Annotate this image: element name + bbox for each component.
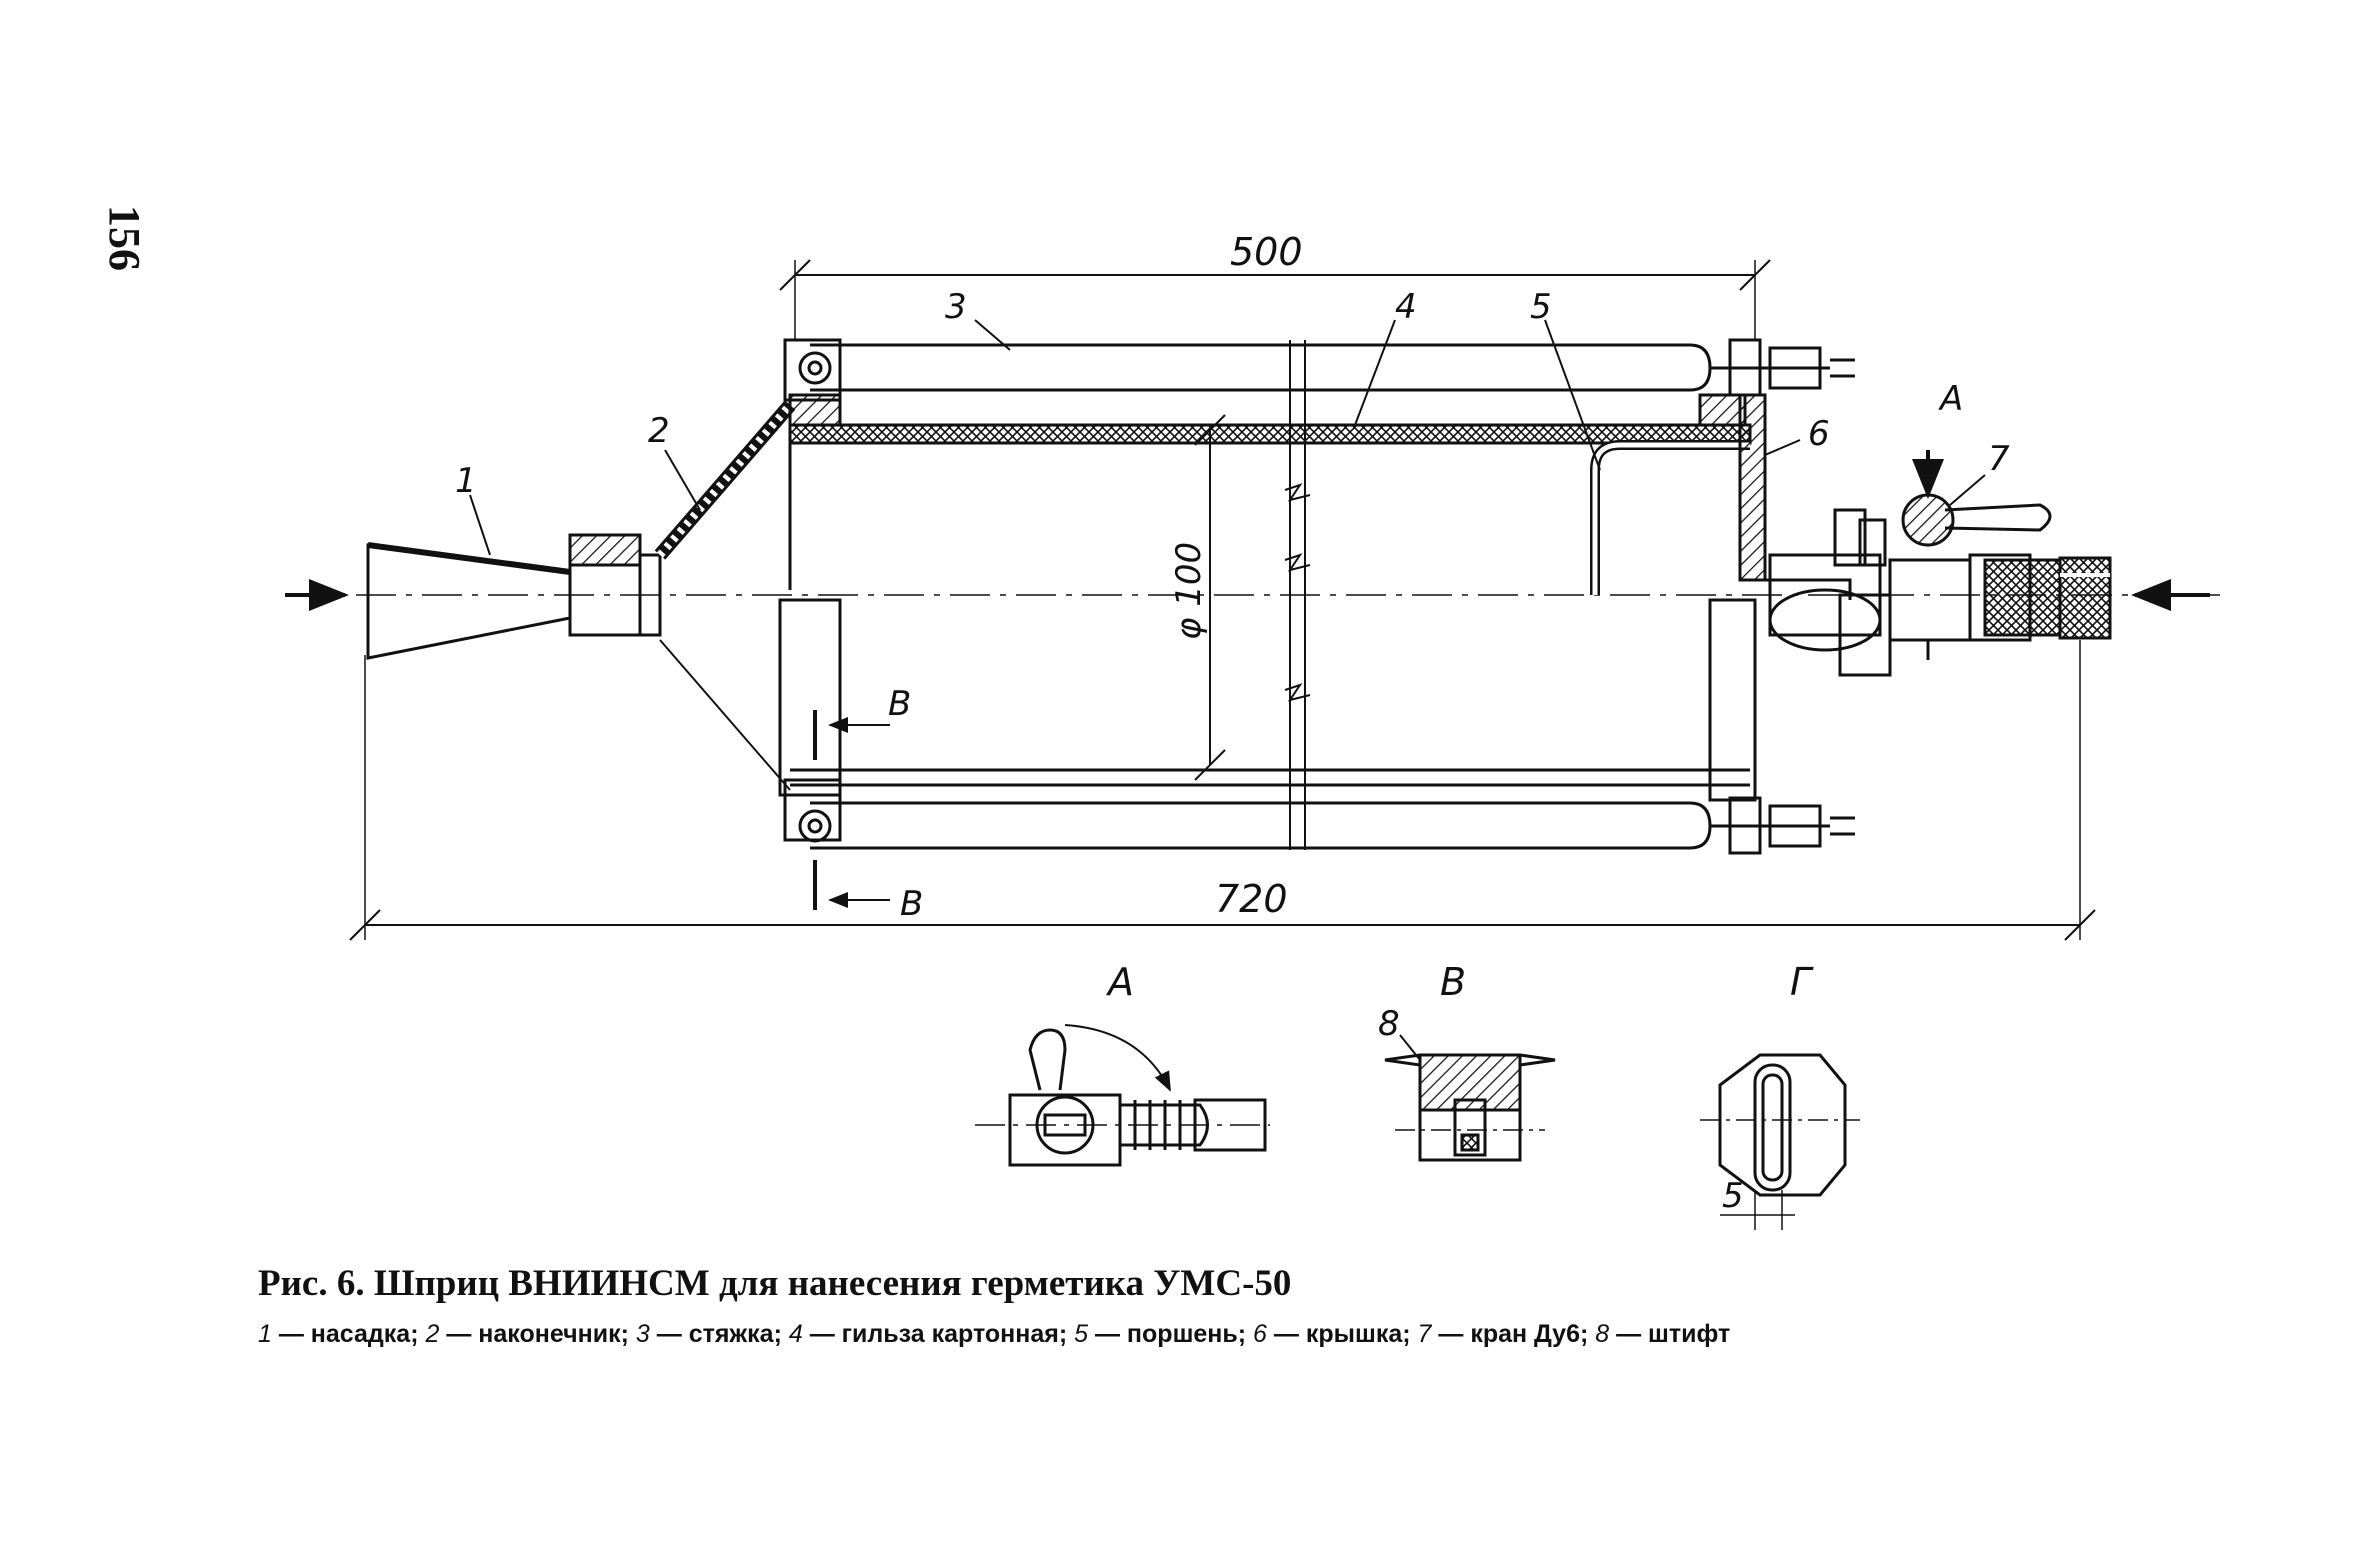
cardboard-sleeve-4 <box>788 423 1752 445</box>
part-label-5: 5 <box>1530 287 1552 327</box>
dim-diameter: φ 100 <box>1169 542 1209 640</box>
valve-handle <box>1944 503 2052 532</box>
figure-legend: 1 — насадка; 2 — наконечник; 3 — стяжка;… <box>258 1320 1730 1349</box>
legend-text: — насадка; <box>271 1320 426 1348</box>
legend-num: 4 <box>788 1320 803 1348</box>
view-label-a: А <box>1105 960 1134 1004</box>
legend-text: — наконечник; <box>439 1320 636 1348</box>
hose-fitting <box>2058 556 2112 640</box>
legend-num: 8 <box>1595 1320 1610 1348</box>
legend-text: — крышка; <box>1266 1320 1418 1348</box>
legend-num: 3 <box>635 1320 650 1348</box>
view-label-v: В <box>1440 960 1466 1004</box>
nozzle-1 <box>366 543 572 660</box>
tie-rod-3-bottom <box>810 801 1712 850</box>
legend-text: — кран Ду6; <box>1431 1320 1596 1348</box>
legend-text: — штифт <box>1609 1320 1731 1348</box>
section-mark-v2: В <box>900 884 923 924</box>
figure-caption: Рис. 6. Шприц ВНИИНСМ для нанесения герм… <box>258 1263 1292 1304</box>
dim-720: 720 <box>1215 877 1288 921</box>
legend-num: 7 <box>1417 1320 1432 1348</box>
part-label-1: 1 <box>455 461 477 501</box>
legend-num: 2 <box>425 1320 440 1348</box>
part-label-7: 7 <box>1988 439 2010 479</box>
legend-text: — гильза картонная; <box>802 1320 1075 1348</box>
part-label-3: 3 <box>945 287 967 327</box>
detail-b <box>1384 1034 1556 1162</box>
legend-text: — стяжка; <box>649 1320 789 1348</box>
part-label-2: 2 <box>648 411 670 451</box>
nozzle-wall <box>367 542 571 575</box>
detail-a <box>975 1024 1270 1167</box>
section-mark-v1: В <box>888 684 911 724</box>
break-lines <box>1289 340 1306 850</box>
valve-7 <box>1888 558 1972 642</box>
view-label-g: Г <box>1790 960 1814 1004</box>
part-label-8: 8 <box>1378 1004 1400 1044</box>
piston-5 <box>1590 440 1750 595</box>
part-label-4: 4 <box>1395 287 1417 327</box>
legend-text: — поршень; <box>1088 1320 1254 1348</box>
legend-num: 6 <box>1253 1320 1267 1348</box>
tie-rod-3-top <box>810 343 1712 392</box>
detail-g <box>1700 1053 1860 1230</box>
front-flange-bottom <box>778 598 842 797</box>
part-label-6: 6 <box>1808 414 1830 454</box>
tip-2 <box>654 400 796 560</box>
legend-num: 5 <box>1074 1320 1089 1348</box>
cover-lower <box>1708 598 1757 802</box>
section-mark-a: А <box>1938 379 1963 419</box>
legend-num: 1 <box>258 1320 272 1348</box>
dim-g-5: 5 <box>1722 1176 1744 1216</box>
dim-500: 500 <box>1230 230 1303 274</box>
